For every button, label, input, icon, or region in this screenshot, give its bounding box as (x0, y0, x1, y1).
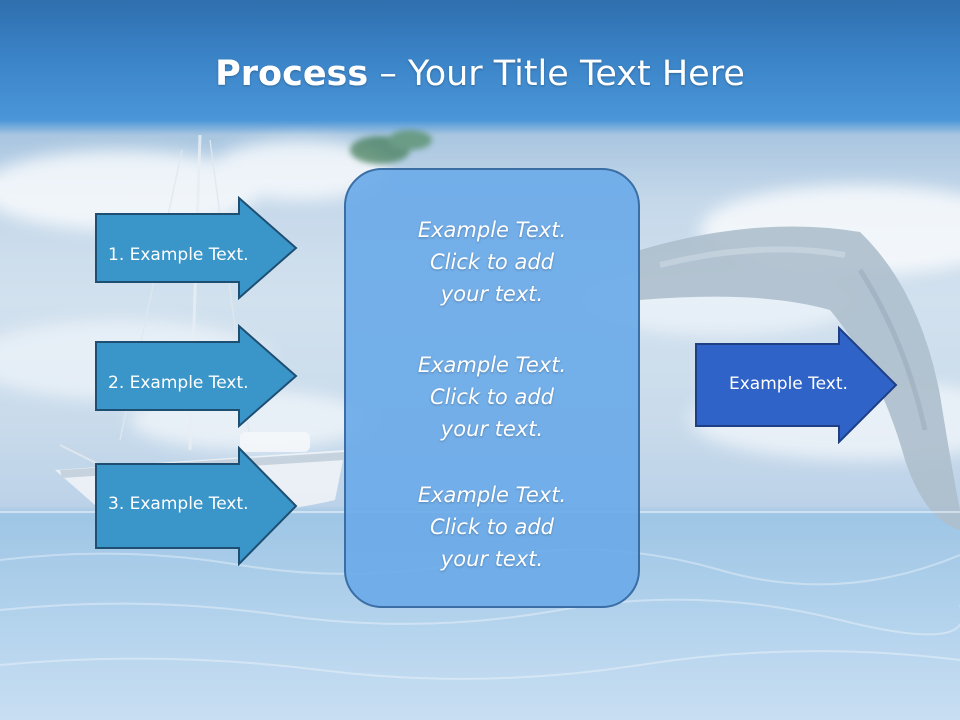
center-text-block-1: Example Text. Click to add your text. (417, 218, 567, 306)
left-arrow-3-shape (95, 446, 298, 566)
left-arrow-3-label: 3. Example Text. (108, 494, 249, 514)
left-arrow-3[interactable] (94, 446, 300, 566)
right-arrow-label: Example Text. (729, 374, 848, 394)
left-arrow-2[interactable] (94, 324, 300, 428)
center-text-block-2: Example Text. Click to add your text. (417, 353, 567, 441)
slide-title: Process – Your Title Text Here (0, 48, 960, 100)
center-text-box[interactable]: Example Text. Click to add your text. Ex… (344, 168, 640, 608)
right-arrow[interactable] (694, 326, 900, 444)
right-arrow-shape (695, 326, 898, 444)
left-arrow-2-label: 2. Example Text. (108, 373, 249, 393)
palm-trunk-graphic (640, 226, 960, 530)
left-arrow-2-shape (95, 324, 298, 428)
left-arrow-1[interactable] (94, 196, 300, 300)
left-arrow-1-shape (95, 196, 298, 300)
title-bold-text: Process (215, 54, 369, 94)
left-arrow-1-label: 1. Example Text. (108, 245, 249, 265)
center-text-block-3: Example Text. Click to add your text. (417, 483, 567, 571)
title-rest-text: – Your Title Text Here (368, 54, 745, 94)
